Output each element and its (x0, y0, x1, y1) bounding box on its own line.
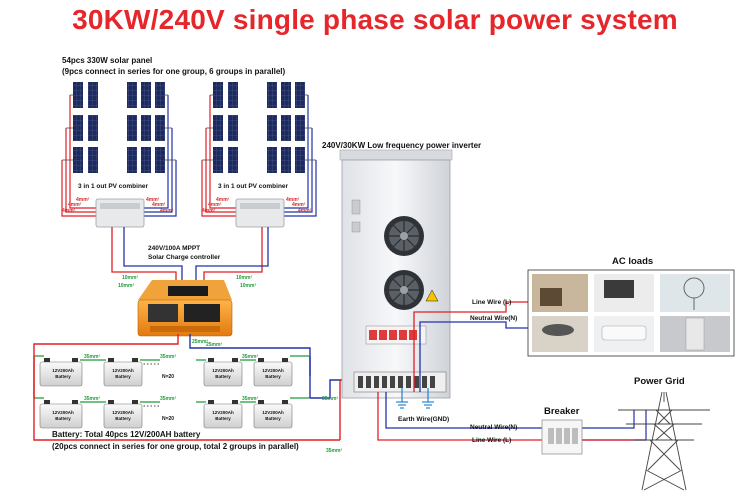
diagram-title: 30KW/240V single phase solar power syste… (72, 4, 678, 35)
neutral-wire-label: Neutral Wire(N) (470, 424, 518, 431)
cable-size-label: 35mm² (326, 448, 343, 454)
n-label: N=9 (108, 157, 118, 163)
cable-size-label: 4mm² (286, 197, 300, 203)
battery-n-label: N=20 (162, 374, 175, 380)
n-label: N=9 (248, 157, 258, 163)
n-label: N=9 (248, 125, 258, 131)
n-label: N=9 (108, 92, 118, 98)
cable-size-label: 4mm² (152, 202, 166, 208)
battery-n-label: N=20 (162, 416, 175, 422)
battery-summary-sublabel: (20pcs connect in series for one group, … (52, 442, 299, 451)
cable-size-label: 35mm² (242, 354, 259, 360)
neutral-wire-label: Neutral Wire(N) (470, 315, 518, 322)
cable-size-label: 35mm² (160, 396, 177, 402)
cable-size-label: 25mm² (192, 339, 209, 345)
solar-panel-sublabel: (9pcs connect in series for one group, 6… (62, 67, 286, 76)
pv-combiner-label: 3 in 1 out PV combiner (78, 183, 149, 190)
cable-size-label: 35mm² (84, 354, 101, 360)
cable-size-label: 4mm² (160, 208, 174, 214)
battery-bank (33, 355, 368, 441)
mppt-sublabel: Solar Charge controller (148, 254, 221, 261)
cable-size-label: 4mm² (68, 202, 82, 208)
cable-size-label: 35mm² (84, 396, 101, 402)
breaker-box (541, 419, 583, 455)
cable-size-label: 4mm² (208, 202, 222, 208)
cable-size-label: 4mm² (202, 208, 216, 214)
pv-combiner-right (235, 198, 285, 228)
cable-size-label: 35mm² (242, 396, 259, 402)
battery-row-2 (39, 400, 293, 429)
mppt-controller (137, 280, 233, 337)
cable-size-label: 10mm² (122, 275, 139, 281)
cable-size-label: 10mm² (118, 283, 135, 289)
ac-loads-label: AC loads (612, 256, 654, 267)
solar-panel-label: 54pcs 330W solar panel (62, 56, 153, 65)
line-wire-label: Line Wire (L) (472, 437, 512, 444)
pv-combiner-label: 3 in 1 out PV combiner (218, 183, 289, 190)
line-wire-label: Line Wire (L) (472, 299, 512, 306)
n-label: N=9 (108, 125, 118, 131)
solar-array-right (201, 82, 317, 217)
power-grid-tower-icon (618, 391, 710, 491)
cable-size-label: 10mm² (236, 275, 253, 281)
cable-size-label: 4mm² (216, 197, 230, 203)
cable-size-label: 10mm² (240, 283, 257, 289)
cable-size-label: 4mm² (292, 202, 306, 208)
cable-size-label: 4mm² (62, 208, 76, 214)
pv-combiner-left (95, 198, 145, 228)
solar-array-left (61, 82, 177, 217)
inverter-label: 240V/30KW Low frequency power inverter (322, 141, 482, 150)
n-label: N=9 (248, 92, 258, 98)
cable-size-label: 4mm² (146, 197, 160, 203)
ac-loads-panel (527, 269, 735, 357)
inverter-cabinet (339, 149, 453, 399)
power-grid-label: Power Grid (634, 376, 685, 387)
cable-size-label: 4mm² (298, 208, 312, 214)
mppt-label: 240V/100A MPPT (148, 245, 201, 252)
cable-size-label: 4mm² (76, 197, 90, 203)
battery-row-1 (39, 358, 293, 387)
cable-size-label: 35mm² (160, 354, 177, 360)
earth-wire-label: Earth Wire(GND) (398, 416, 450, 423)
earth-ground-icon (396, 388, 434, 409)
breaker-label: Breaker (544, 406, 580, 417)
cable-size-label: 35mm² (322, 396, 339, 402)
battery-summary-label: Battery: Total 40pcs 12V/200AH battery (52, 430, 201, 439)
cable-size-label: 25mm² (206, 342, 223, 348)
